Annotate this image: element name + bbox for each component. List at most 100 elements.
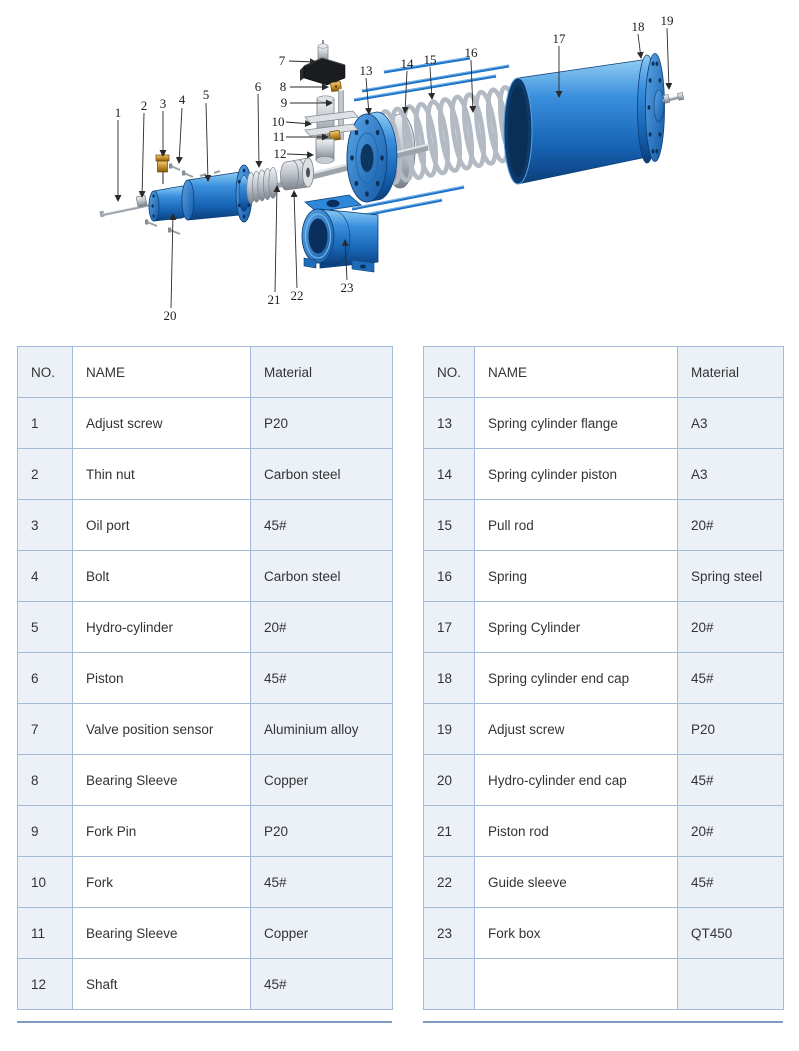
cell-material: 45# [677,652,784,704]
cell-material: P20 [250,397,393,449]
cell-no: 4 [17,550,73,602]
oil-port [155,151,170,184]
callout-19: 19 [661,13,674,28]
cell-material: 45# [250,958,393,1010]
cell-material: Copper [250,907,393,959]
header-no: NO. [423,346,475,398]
callout-20: 20 [164,308,177,323]
guide-sleeve [280,157,314,191]
callout-15: 15 [424,52,437,67]
cell-no: 10 [17,856,73,908]
cell-name: Adjust screw [474,703,678,755]
cell-name: Pull rod [474,499,678,551]
cell-no: 16 [423,550,475,602]
callout-labels: 1 2 3 4 5 6 7 8 9 10 11 12 13 14 15 16 1… [115,13,674,323]
pull-rods [353,56,510,102]
cell-name: Thin nut [72,448,251,500]
cell-name: Adjust screw [72,397,251,449]
callout-14: 14 [401,56,415,71]
thin-nut [135,195,148,207]
cell-no: 9 [17,805,73,857]
spring-cylinder-end-cap [637,53,665,164]
cell-no: 13 [423,397,475,449]
cell-name: Spring cylinder end cap [474,652,678,704]
shaft [315,138,335,164]
callout-22: 22 [291,288,304,303]
cell-name: Shaft [72,958,251,1010]
cell-material: 45# [677,856,784,908]
cell-no: 15 [423,499,475,551]
callout-23: 23 [341,280,354,295]
cell-material: Copper [250,754,393,806]
callout-2: 2 [141,98,148,113]
cell-name: Valve position sensor [72,703,251,755]
header-material: Material [677,346,784,398]
callout-3: 3 [160,96,167,111]
cell-name: Hydro-cylinder end cap [474,754,678,806]
hydro-cylinder [181,164,253,223]
cell-material: 45# [250,652,393,704]
bearing-sleeve-upper [330,81,342,92]
leader-lines [114,27,673,309]
cell-no: 6 [17,652,73,704]
cell-no: 23 [423,907,475,959]
cell-material: 20# [250,601,393,653]
header-name: NAME [474,346,678,398]
cell-name: Bearing Sleeve [72,754,251,806]
cell-no: 22 [423,856,475,908]
cell-name: Bolt [72,550,251,602]
pull-rods-bottom [351,185,465,218]
callout-5: 5 [203,87,210,102]
cell-no: 11 [17,907,73,959]
valve-position-sensor [300,40,346,86]
table-header-row: NO. NAME Material [423,346,784,398]
cell-no: 8 [17,754,73,806]
callout-10: 10 [272,114,285,129]
cell-material: 45# [250,856,393,908]
cell-name: Fork [72,856,251,908]
cell-material: 45# [250,499,393,551]
cell-material: 20# [677,499,784,551]
callout-13: 13 [360,63,373,78]
callout-16: 16 [465,45,479,60]
callout-18: 18 [632,19,645,34]
bearing-sleeve-lower [329,130,341,141]
cell-no: 7 [17,703,73,755]
table-header-row: NO. NAME Material [17,346,393,398]
cell-material: QT450 [677,907,784,959]
cell-material: Carbon steel [250,550,393,602]
cell-name: Spring cylinder piston [474,448,678,500]
cell-no: 20 [423,754,475,806]
callout-11: 11 [273,129,286,144]
cell-material: P20 [677,703,784,755]
cell-no: 3 [17,499,73,551]
cell-name: Fork Pin [72,805,251,857]
header-material: Material [250,346,393,398]
cell-no: 12 [17,958,73,1010]
callout-1: 1 [115,105,122,120]
cell-no: 21 [423,805,475,857]
header-no: NO. [17,346,73,398]
cell-name: Spring Cylinder [474,601,678,653]
cell-material: 45# [677,754,784,806]
cell-material: Aluminium alloy [250,703,393,755]
adjust-screw-right [662,92,685,104]
table-row [423,958,784,1010]
